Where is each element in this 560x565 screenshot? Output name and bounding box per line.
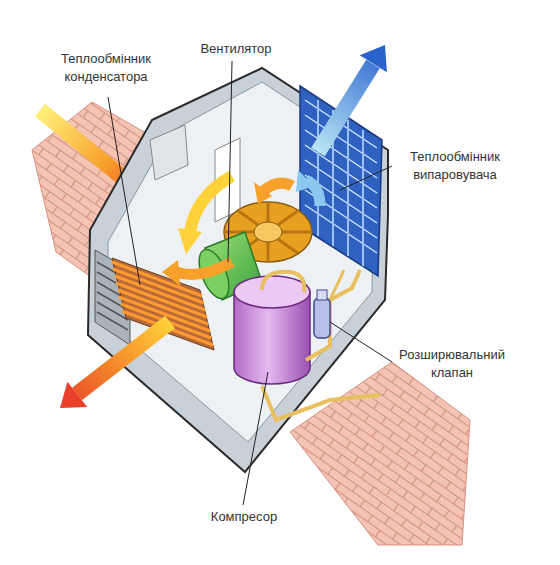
part-label: Компресор xyxy=(204,508,284,526)
leader-lines-part xyxy=(340,166,392,190)
hot-air-out-arrow xyxy=(60,322,170,408)
fan-part xyxy=(254,222,282,242)
expansion-valve-part xyxy=(314,298,330,338)
leader-lines-part xyxy=(243,372,268,505)
housing-part xyxy=(150,125,188,180)
leader-lines-part xyxy=(330,322,392,362)
airflow-arrows-part xyxy=(162,260,180,286)
leader-lines-part xyxy=(108,97,140,285)
airflow-arrows-part xyxy=(178,228,202,254)
expansion-valve xyxy=(314,290,330,338)
housing xyxy=(88,68,388,472)
airflow-arrows-part xyxy=(176,262,232,274)
refrigerant-tubes-part xyxy=(306,270,360,360)
refrigerant-tubes xyxy=(262,270,380,420)
cold-air-out-arrow-part xyxy=(318,64,373,152)
expansion-valve-part xyxy=(317,290,327,300)
cold-air-out-arrow-part xyxy=(360,45,387,72)
leader-lines-part xyxy=(228,61,232,262)
compressor xyxy=(234,272,310,384)
airflow-arrows-part xyxy=(254,182,272,204)
brick-wall-part xyxy=(290,362,470,545)
airflow-arrows-part xyxy=(296,170,314,192)
airflow-arrows xyxy=(162,170,320,286)
leader-lines xyxy=(108,61,392,505)
cold-air-out-arrow xyxy=(318,45,387,152)
refrigerant-tubes-part xyxy=(330,270,344,300)
part-label: Вентилятор xyxy=(196,40,276,58)
hot-air-out-arrow-part xyxy=(77,322,170,394)
refrigerant-tubes-part xyxy=(262,386,380,420)
compressor-part xyxy=(234,276,310,308)
airflow-arrows-part xyxy=(190,176,232,232)
compressor-part xyxy=(262,272,304,292)
hot-air-out-arrow-part xyxy=(60,382,87,408)
airflow-arrows-part xyxy=(262,183,292,192)
part-label: Теплообмінник конденсатора xyxy=(50,50,162,85)
hot-air-in-arrow-part xyxy=(40,110,133,186)
housing-part xyxy=(88,68,388,472)
part-label: Теплообмінник випаровувача xyxy=(396,148,514,183)
part-label: Розширювальний клапан xyxy=(396,346,508,381)
